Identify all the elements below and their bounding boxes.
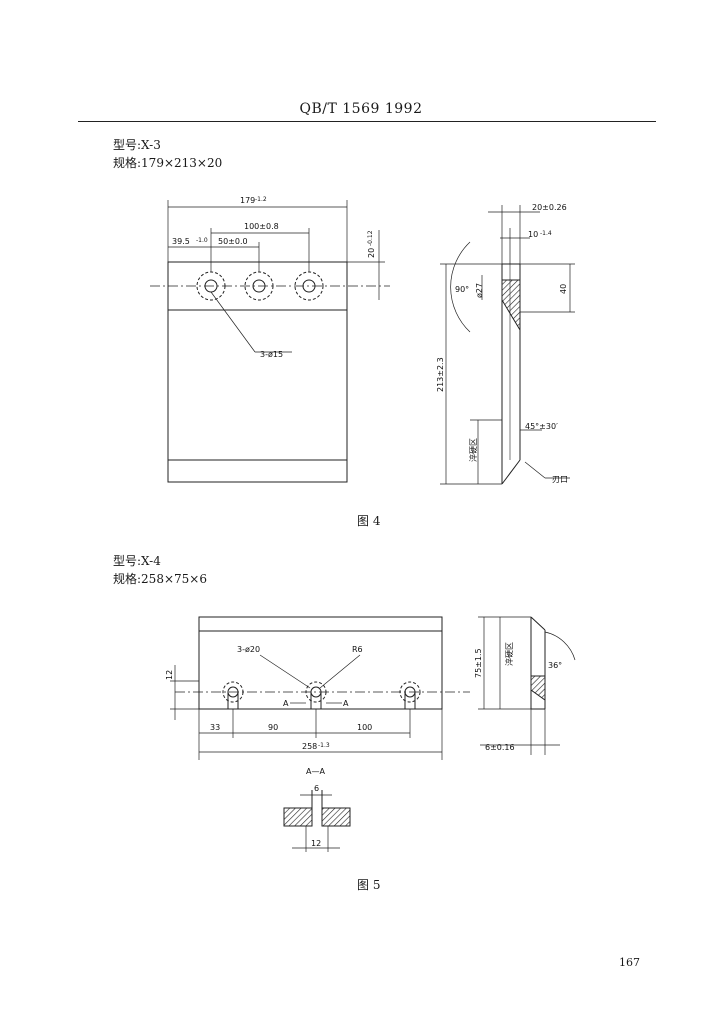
fig5-dim-width-tol: -1.3: [318, 742, 330, 749]
page-number: 167: [619, 956, 640, 969]
fig4-dim-offset-tol: -1.0: [196, 237, 208, 244]
fig5-caption: 图 5: [357, 878, 381, 892]
fig5-section-aa: [283, 790, 351, 852]
fig4-model: 型号:X-3: [113, 138, 161, 152]
fig4-caption: 图 4: [357, 514, 381, 528]
fig4-dim-pitch: 50±0.0: [218, 237, 248, 246]
document-header: QB/T 1569 1992: [299, 101, 423, 117]
fig4-dim-angle: 90°: [455, 285, 469, 294]
fig5-model: 型号:X-4: [113, 554, 161, 568]
fig4-side-view: [440, 205, 575, 485]
fig5-hardened-zone: 淬硬区: [504, 642, 514, 666]
fig4-holes-label: 3-ø15: [260, 350, 283, 359]
fig5-dim-90: 90: [268, 723, 278, 732]
fig5-dim-width: 258: [302, 742, 317, 751]
fig4-dim-thick: 20±0.26: [532, 203, 567, 212]
fig5-dim-thick: 6±0.16: [485, 743, 515, 752]
fig4-dim-40: 40: [559, 284, 568, 294]
fig5-radius-label: R6: [352, 645, 363, 654]
fig5-section-title: A—A: [306, 767, 325, 776]
fig5-dim-33: 33: [210, 723, 220, 732]
fig4-dim-width: 179: [240, 196, 255, 205]
fig4-dim-step: 10: [528, 230, 538, 239]
fig4-front-view: [150, 200, 390, 483]
fig5-sec-dim-12: 12: [311, 839, 321, 848]
fig4-dim-hole-row-tol: -0.12: [367, 230, 374, 246]
fig5-dim-angle: 36°: [548, 661, 562, 670]
fig4-edge-label: 刃口: [552, 475, 568, 484]
fig5-front-view: [170, 616, 470, 760]
fig5-side-view: [478, 616, 576, 755]
fig5-dim-height: 75±1.5: [474, 648, 483, 678]
fig4-dim-height: 213±2.3: [436, 357, 445, 392]
fig5-spec: 规格:258×75×6: [113, 572, 207, 586]
fig5-slot-holes: [222, 681, 421, 709]
fig5-dim-12: 12: [165, 670, 174, 680]
fig4-dim-bore: ø27: [475, 283, 484, 298]
fig5-sec-dim-6: 6: [314, 784, 319, 793]
fig4-dim-step-tol: -1.4: [540, 230, 552, 237]
fig4-dim-width-tol: -1.2: [255, 196, 267, 203]
fig5-section-a-right: A: [343, 699, 349, 708]
fig5-dim-100: 100: [357, 723, 372, 732]
fig4-dim-offset: 39.5: [172, 237, 190, 246]
fig4-hardened-zone: 淬硬区: [468, 438, 478, 462]
fig5-section-a-left: A: [283, 699, 289, 708]
fig4-dim-holes: 100±0.8: [244, 222, 279, 231]
fig4-dim-bevel: 45°±30′: [525, 422, 558, 431]
fig5-holes-label: 3-ø20: [237, 645, 260, 654]
fig4-dim-hole-row: 20: [367, 248, 376, 258]
header-rule: [78, 121, 656, 122]
fig4-spec: 规格:179×213×20: [113, 156, 223, 170]
